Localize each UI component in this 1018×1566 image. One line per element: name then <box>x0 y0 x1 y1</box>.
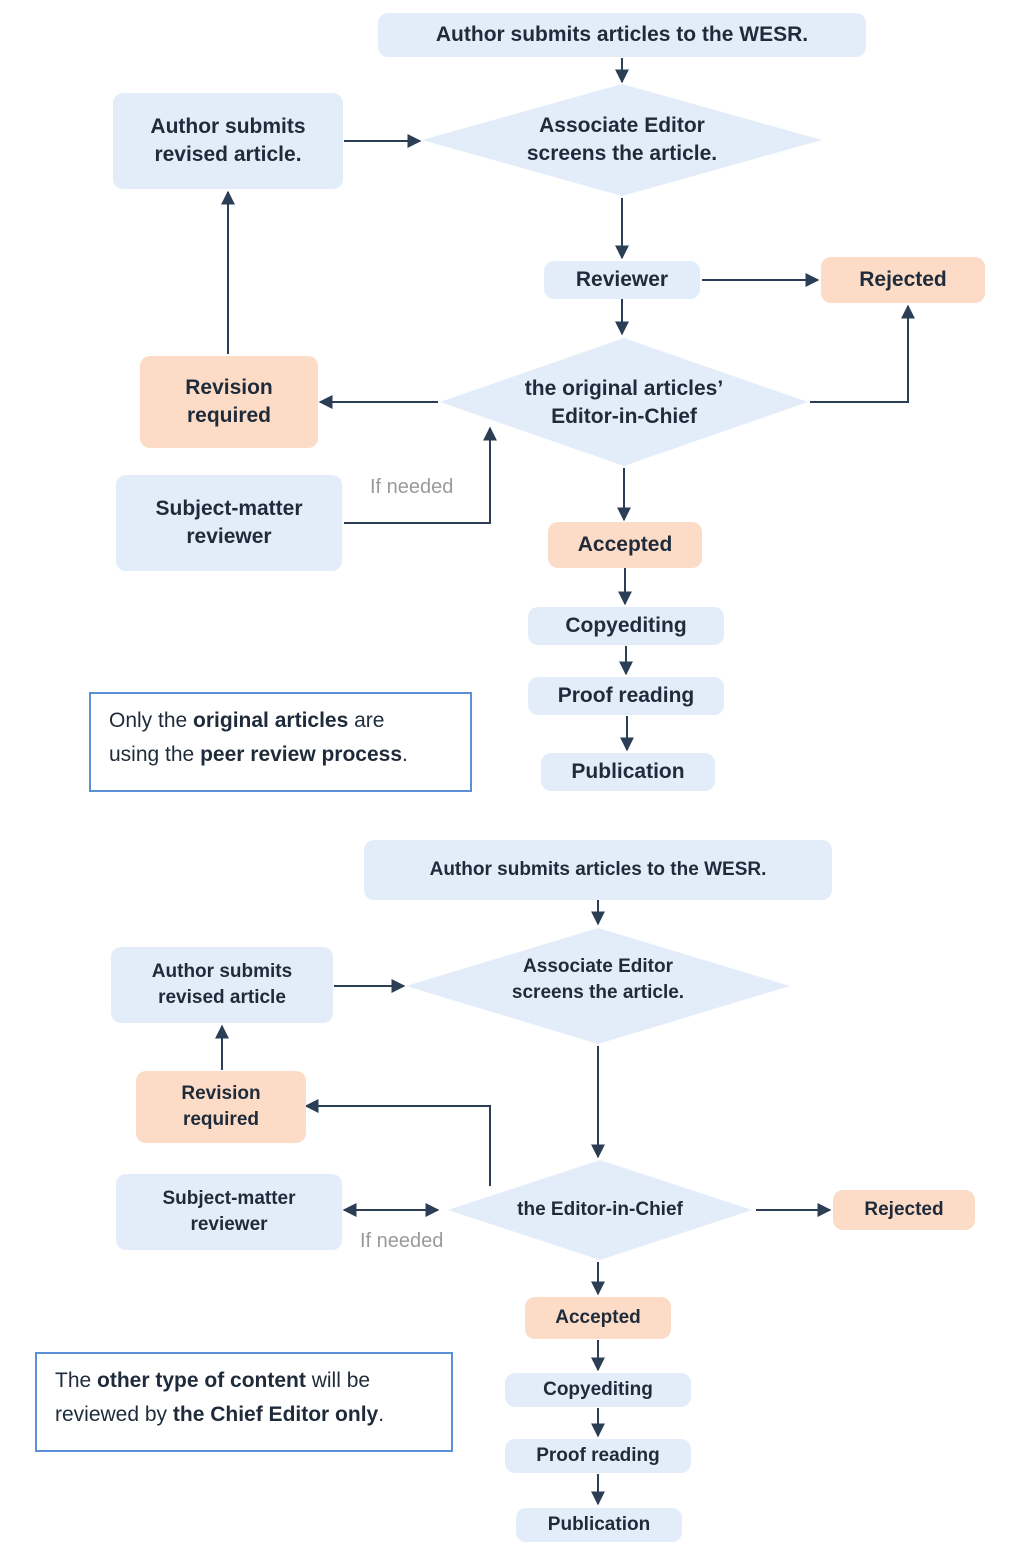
eic-diamond-2 <box>448 1160 752 1260</box>
accepted-node-1: Accepted <box>548 522 702 568</box>
revised-node-1: Author submits revised article. <box>113 93 343 189</box>
arrow-sme-to-eic-1 <box>344 426 497 524</box>
accepted-node-2: Accepted <box>525 1297 671 1339</box>
screen-diamond-1 <box>422 84 822 196</box>
sme-node-2: Subject-matter reviewer <box>116 1174 342 1250</box>
eic-node-1: the original articles’ Editor-in-Chief <box>524 376 724 428</box>
proof-node-2: Proof reading <box>505 1439 691 1473</box>
note-line-2a: The other type of content will be <box>55 1369 371 1392</box>
arrow-eic-to-rejected-1 <box>810 304 915 403</box>
screen-node-2: Associate Editor screens the article. <box>511 956 685 1003</box>
note-line-1a: Only the original articles are <box>109 709 385 732</box>
revision-node-2: Revision required <box>136 1071 306 1143</box>
publication-node-1: Publication <box>541 753 715 791</box>
arrow-eic-to-revision-2 <box>304 1099 491 1186</box>
sme-node-1: Subject-matter reviewer <box>116 475 342 571</box>
copyediting-node-1: Copyediting <box>528 607 724 645</box>
screen-diamond-2 <box>406 928 790 1044</box>
submit-node-2: Author submits articles to the WESR. <box>364 840 832 900</box>
rejected-node-1: Rejected <box>821 257 985 303</box>
eic-node-2: the Editor-in-Chief <box>517 1199 683 1221</box>
submit-node-1: Author submits articles to the WESR. <box>378 13 866 57</box>
if-needed-label-2: If needed <box>360 1230 444 1252</box>
screen-node-1: Associate Editor screens the article. <box>526 113 718 165</box>
eic-diamond-1 <box>440 338 808 466</box>
note-line-2b: reviewed by the Chief Editor only. <box>55 1402 385 1426</box>
revision-node-1: Revision required <box>140 356 318 448</box>
note-box-1: Only the original articles are using the… <box>89 692 472 792</box>
rejected-node-2: Rejected <box>833 1190 975 1230</box>
note-line-1b: using the peer review process. <box>109 742 408 766</box>
proof-node-1: Proof reading <box>528 677 724 715</box>
note-box-2: The other type of content will be review… <box>35 1352 453 1452</box>
copyediting-node-2: Copyediting <box>505 1373 691 1407</box>
if-needed-label-1: If needed <box>370 476 454 498</box>
reviewer-node-1: Reviewer <box>544 261 700 299</box>
publication-node-2: Publication <box>516 1508 682 1542</box>
revised-node-2: Author submits revised article <box>111 947 333 1023</box>
